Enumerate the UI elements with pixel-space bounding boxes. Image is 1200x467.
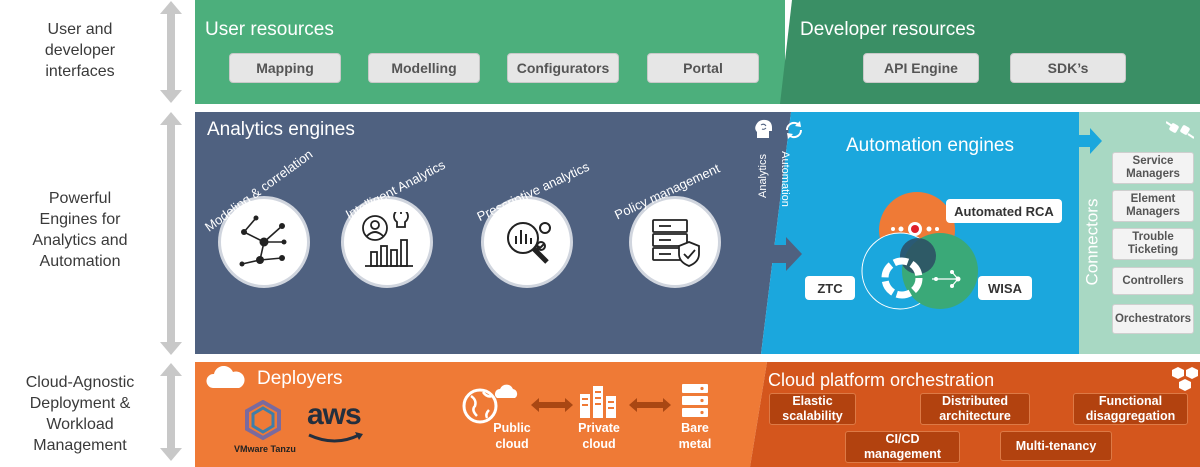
user-resources-title: User resources [205,19,334,40]
element-managers-item[interactable]: Element Managers [1112,190,1194,222]
analytics-person-icon [362,212,413,267]
policy-management-circle [629,196,721,288]
controllers-item[interactable]: Controllers [1112,267,1194,295]
elastic-scalability-box: Elastic scalability [769,393,856,425]
orchestrators-item[interactable]: Orchestrators [1112,304,1194,334]
automated-rca-label: Automated RCA [946,199,1062,223]
service-managers-item[interactable]: Service Managers [1112,152,1194,184]
side-label-deployment: Cloud-Agnostic Deployment & Workload Man… [25,374,135,454]
aws-smile-icon [308,432,363,443]
modeling-correlation-circle [218,196,310,288]
arrow-right-icon [768,237,802,271]
sdks-button[interactable]: SDK’s [1010,53,1126,83]
developer-resources-panel: Developer resources API Engine SDK’s [785,0,1200,104]
cycle-icon [785,121,803,139]
double-arrow-top [160,1,182,103]
ztc-label: ZTC [805,276,855,300]
portal-button[interactable]: Portal [647,53,759,83]
modelling-button[interactable]: Modelling [368,53,480,83]
trouble-ticketing-item[interactable]: Trouble Ticketing [1112,228,1194,260]
globe-icon [462,384,518,424]
plug-icon [1166,121,1194,139]
side-label-interfaces: User and developer interfaces [44,21,116,80]
public-cloud-label: Public cloud [493,421,531,451]
cicd-management-box: CI/CD management [845,431,960,463]
server-icon [682,384,708,417]
layer-arrows [160,1,182,461]
cloud-platform-title: Cloud platform orchestration [768,370,995,390]
magnifier-chart-icon [507,222,551,264]
server-shield-icon [652,219,700,267]
bare-metal-label: Bare metal [678,421,712,451]
arrow-public-private-icon [531,398,573,412]
tanzu-logo [245,400,281,441]
brain-icon [755,119,772,138]
configurators-button[interactable]: Configurators [507,53,619,83]
user-resources-panel: User resources Mapping Modelling Configu… [195,0,785,104]
multi-tenancy-box: Multi-tenancy [1000,431,1112,461]
deployers-title: Deployers [257,368,343,389]
api-engine-button[interactable]: API Engine [863,53,979,83]
cloud-icon [206,366,245,388]
double-arrow-bot [160,363,182,461]
aws-logo-text: aws [307,398,362,431]
developer-resources-title: Developer resources [800,19,976,40]
network-icon [239,215,287,267]
mapping-button[interactable]: Mapping [229,53,341,83]
hexagons-icon [1172,367,1198,391]
venn-diagram [861,192,978,310]
connectors-title: Connectors [1082,198,1102,286]
ztc-ring-icon [881,257,923,299]
building-icon [580,386,616,418]
prescriptive-analytics-circle [481,196,573,288]
side-label-engines: Powerful Engines for Analytics and Autom… [32,190,128,270]
functional-disaggregation-box: Functional disaggregation [1073,393,1188,425]
wisa-label: WISA [978,276,1032,300]
analytics-title: Analytics engines [207,119,355,140]
connector-arrow-icon [1076,128,1102,154]
arrow-private-bare-icon [629,398,671,412]
double-arrow-mid [160,112,182,355]
intelligent-analytics-circle [341,196,433,288]
automation-title: Automation engines [846,135,1014,156]
private-cloud-label: Private cloud [578,421,620,451]
analytics-tag: Analytics [757,153,770,199]
distributed-architecture-box: Distributed architecture [920,393,1030,425]
tanzu-label: VMware Tanzu [234,444,296,454]
rca-dot-icon [911,225,919,233]
venn-center [900,238,936,274]
automation-tag: Automation [778,151,791,207]
